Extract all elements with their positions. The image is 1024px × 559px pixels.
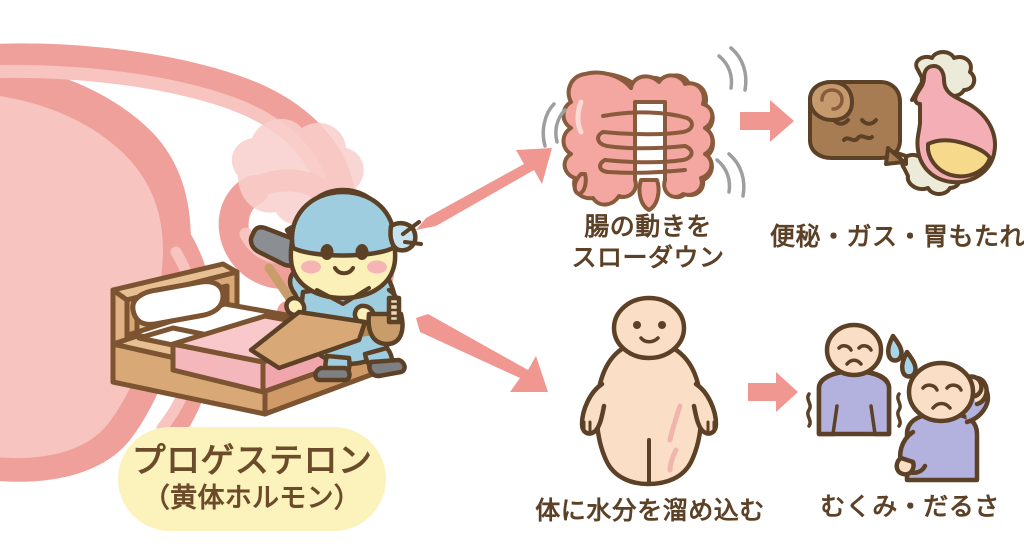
- constipation-icon-group: [800, 50, 1010, 212]
- caption-intestine: 腸の動きを スローダウン: [568, 212, 728, 273]
- tired-person-head-ache: [894, 360, 991, 483]
- motion-lines-right: [715, 46, 748, 198]
- intestine-illustration: [541, 40, 755, 215]
- caption-water-retention: 体に水分を溜め込む: [535, 496, 765, 525]
- arrow-right-bottom: [748, 370, 800, 414]
- caption-swelling-fatigue: むくみ・だるさ: [820, 492, 1000, 521]
- arrow-down-right: [412, 312, 562, 402]
- progesterone-label-pill: プロゲステロン （黄体ホルモン）: [118, 427, 386, 531]
- pill-line-2: （黄体ホルモン）: [142, 482, 362, 514]
- arrow-right-top: [740, 98, 796, 144]
- tired-people-group: [795, 322, 1020, 487]
- arrow-up-right: [412, 142, 562, 237]
- shiver-lines: [806, 392, 902, 428]
- pill-line-1: プロゲステロン: [131, 441, 373, 482]
- sad-stool-character: [808, 80, 906, 166]
- stomach-illustration: [913, 64, 997, 185]
- caption-intestine-line1: 腸の動きを: [584, 212, 712, 241]
- sweat-drop-icon: [885, 333, 918, 379]
- motion-lines-left: [541, 102, 567, 148]
- caption-constipation: 便秘・ガス・胃もたれ: [770, 222, 1024, 251]
- tired-person-sweating: [816, 322, 892, 437]
- bloated-body-figure: [570, 295, 730, 487]
- caption-intestine-line2: スローダウン: [571, 242, 725, 272]
- carpenter-mascot: [243, 172, 423, 383]
